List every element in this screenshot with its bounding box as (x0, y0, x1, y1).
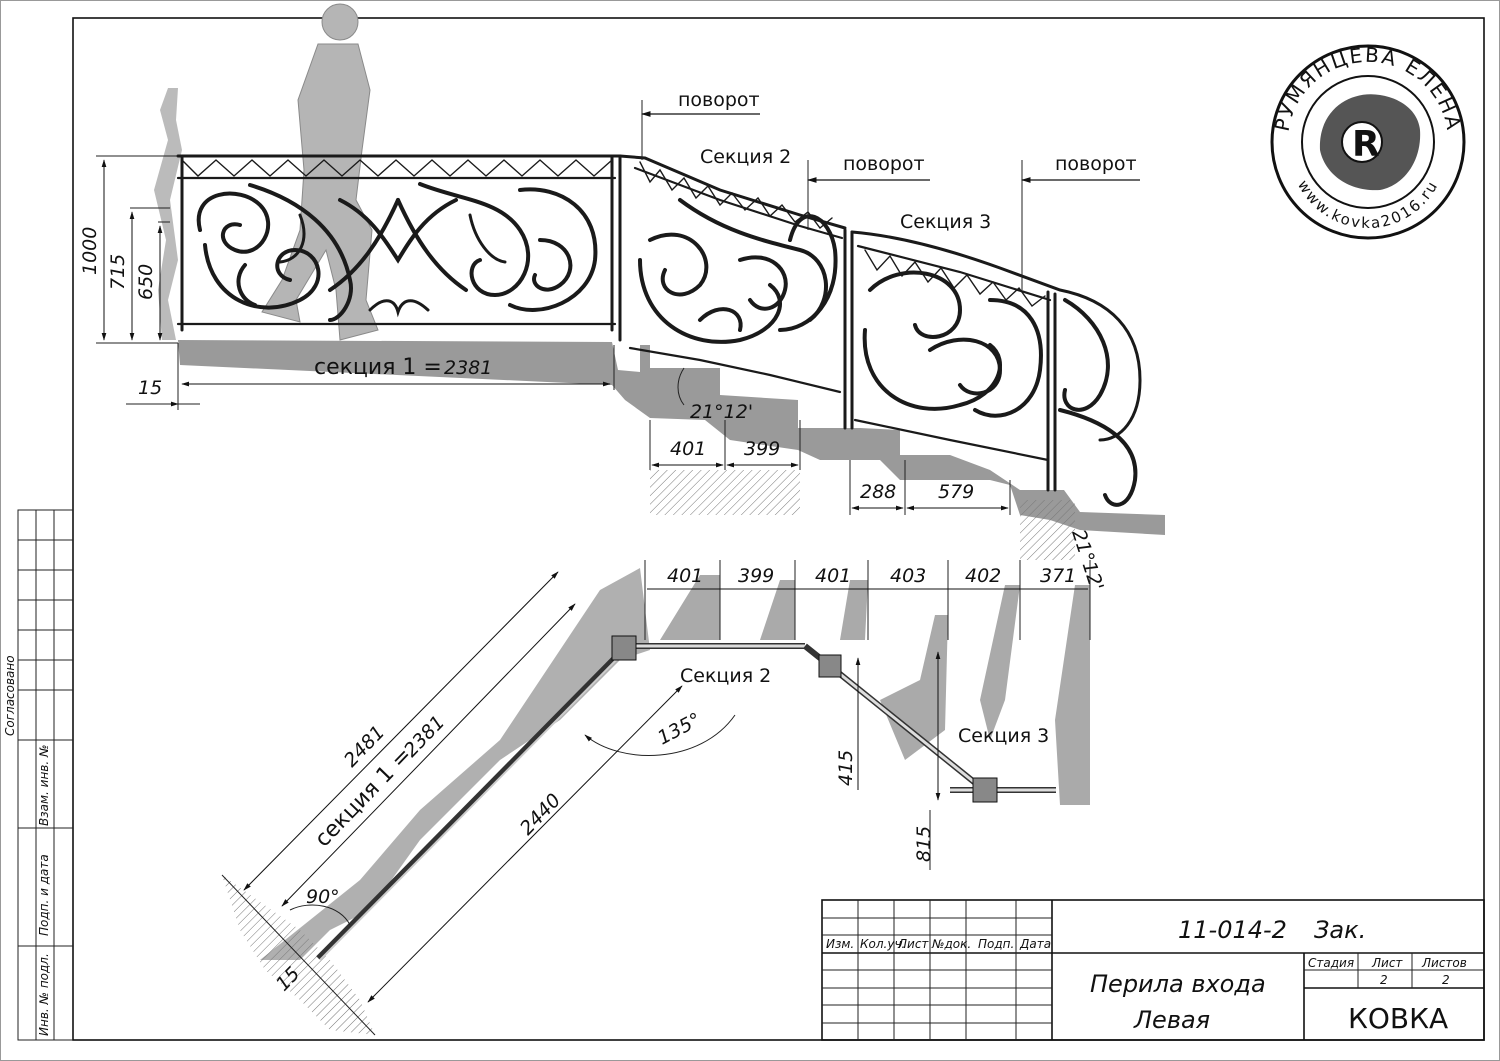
turn-marker-2: поворот (807, 153, 930, 230)
turn-marker-1: поворот (641, 89, 760, 160)
plan-top-dimensions: 401 399 401 403 402 371 (644, 560, 1091, 640)
plan-angle-135: 135° (654, 709, 705, 750)
plan-top-dim-4: 403 (890, 565, 926, 587)
step-399: 399 (744, 438, 780, 460)
elevation-section-3-label: Секция 3 (900, 211, 991, 233)
height-1000: 1000 (79, 227, 101, 275)
plan-post-3 (972, 777, 998, 803)
tb-doc-number: 11-014-2 (1178, 916, 1287, 944)
turn-label-1: поворот (678, 89, 760, 111)
tb-col-ndok: №док. (931, 937, 971, 951)
tb-col-data: Дата (1019, 937, 1051, 951)
stair-hatch-2 (1020, 500, 1075, 560)
tb-stage-label: Стадия (1308, 956, 1354, 970)
plan-dim-2440: 2440 (516, 789, 565, 839)
plan-dim-815: 815 (913, 826, 935, 862)
tb-col-izm: Изм. (826, 937, 854, 951)
railing-section-1 (176, 154, 622, 342)
step-579: 579 (938, 481, 974, 503)
turn-marker-3: поворот (1021, 153, 1140, 290)
plan-section-1-value: 2381 (400, 711, 449, 761)
tb-col-list: Лист (897, 937, 929, 951)
plan-top-dim-6: 371 (1040, 565, 1076, 587)
step-288: 288 (860, 481, 896, 503)
tb-sheets-value: 2 (1442, 973, 1450, 987)
railing-section-2 (618, 154, 854, 430)
stair-hatch-1 (650, 470, 800, 515)
railing-section-3 (850, 230, 1142, 507)
tb-order: Зак. (1314, 916, 1366, 944)
section-1-value: 2381 (444, 357, 492, 379)
plan-angle-90: 90° (306, 886, 340, 908)
tb-sheet-value: 2 (1380, 973, 1388, 987)
tb-col-koluch: Кол.уч. (860, 937, 905, 951)
height-dimensions: 1000 715 650 (79, 155, 178, 344)
section-1-prefix: секция 1 = (314, 355, 442, 380)
angle-left: 21°12' (690, 401, 753, 423)
plan-post-2 (818, 654, 842, 678)
stamp-monogram: R (1352, 124, 1380, 165)
tb-title-line-1: Перила входа (1090, 970, 1266, 998)
turn-label-3: поворот (1055, 153, 1137, 175)
turn-label-2: поворот (843, 153, 925, 175)
plan-section-2-label: Секция 2 (680, 665, 771, 687)
plan-post-1 (611, 635, 637, 661)
plan-top-dim-5: 402 (965, 565, 1001, 587)
person-silhouette (261, 3, 379, 341)
plan-vertical-dimensions: 415 815 (835, 651, 941, 870)
side-agreed: Согласовано (3, 655, 17, 736)
plan-top-dim-1: 401 (667, 565, 703, 587)
side-swap-inv: Взам. инв. № (37, 745, 51, 826)
offset-15: 15 (138, 377, 162, 399)
tb-title-line-2: Левая (1133, 1006, 1210, 1034)
plan-dim-415: 415 (835, 750, 857, 786)
plan-section-3-label: Секция 3 (958, 725, 1049, 747)
tb-org: КОВКА (1348, 1002, 1448, 1035)
plan-shadow-upper (660, 575, 1090, 805)
title-block: Изм. Кол.уч. Лист №док. Подп. Дата 11-01… (821, 899, 1485, 1041)
height-650: 650 (135, 264, 157, 300)
side-sign-date: Подп. и дата (37, 854, 51, 936)
plan-top-dim-2: 399 (738, 565, 774, 587)
plan-top-dim-3: 401 (815, 565, 851, 587)
plan-view: 401 399 401 403 402 371 Секция 2 Секция … (221, 560, 1091, 1036)
wall-left (154, 88, 182, 340)
side-inv-orig: Инв. № подл. (37, 953, 51, 1036)
company-stamp: РУМЯНЦЕВА ЕЛЕНА www.kovka2016.ru R (1270, 43, 1466, 240)
tb-sheets-label: Листов (1421, 956, 1467, 970)
step-401: 401 (670, 438, 706, 460)
elevation-section-2-label: Секция 2 (700, 146, 791, 168)
section-1-length: секция 1 = 2381 15 (126, 343, 615, 410)
side-block: Согласовано Взам. инв. № Подп. и дата Ин… (3, 510, 73, 1040)
elevation-view: поворот поворот поворот Секция 2 Секция … (79, 3, 1165, 594)
tb-sheet-label: Лист (1371, 956, 1403, 970)
tb-col-podp: Подп. (978, 937, 1014, 951)
height-715: 715 (107, 254, 129, 290)
